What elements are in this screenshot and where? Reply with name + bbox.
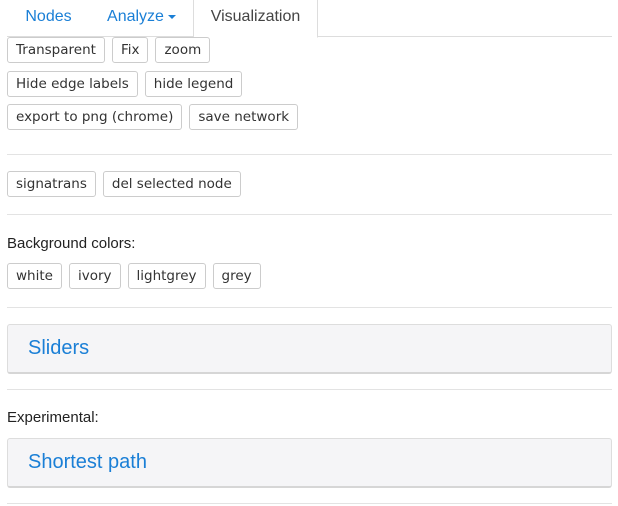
hide-edge-labels-button[interactable]: Hide edge labels (7, 71, 138, 97)
divider (7, 389, 612, 390)
caret-down-icon (167, 14, 176, 19)
sliders-panel[interactable]: Sliders (7, 324, 612, 374)
hide-legend-button[interactable]: hide legend (144, 71, 243, 97)
fix-button[interactable]: Fix (111, 37, 149, 63)
shortest-path-panel[interactable]: Shortest path (7, 438, 612, 488)
bg-lightgrey-button[interactable]: lightgrey (127, 263, 206, 289)
del-selected-node-button[interactable]: del selected node (102, 171, 241, 197)
tab-label: Nodes (25, 8, 72, 25)
tab-nodes[interactable]: Nodes (7, 0, 90, 36)
tab-label: Visualization (210, 8, 301, 25)
bg-grey-button[interactable]: grey (212, 263, 261, 289)
tab-visualization[interactable]: Visualization (193, 0, 318, 38)
divider (7, 307, 612, 308)
sliders-title[interactable]: Sliders (28, 337, 90, 359)
tab-bar: Nodes Analyze Visualization (7, 0, 612, 38)
experimental-label: Experimental: (7, 409, 99, 426)
tab-analyze[interactable]: Analyze (91, 0, 192, 36)
bg-white-button[interactable]: white (7, 263, 62, 289)
divider (7, 503, 612, 504)
tab-label: Analyze (107, 8, 164, 25)
divider (7, 154, 612, 155)
divider (7, 214, 612, 215)
background-colors-label: Background colors: (7, 235, 136, 252)
shortest-path-title[interactable]: Shortest path (28, 451, 147, 473)
save-network-button[interactable]: save network (189, 104, 299, 130)
transparent-button[interactable]: Transparent (7, 37, 105, 63)
zoom-button[interactable]: zoom (155, 37, 211, 63)
bg-ivory-button[interactable]: ivory (68, 263, 121, 289)
export-png-button[interactable]: export to png (chrome) (7, 104, 183, 130)
signatrans-button[interactable]: signatrans (7, 171, 96, 197)
